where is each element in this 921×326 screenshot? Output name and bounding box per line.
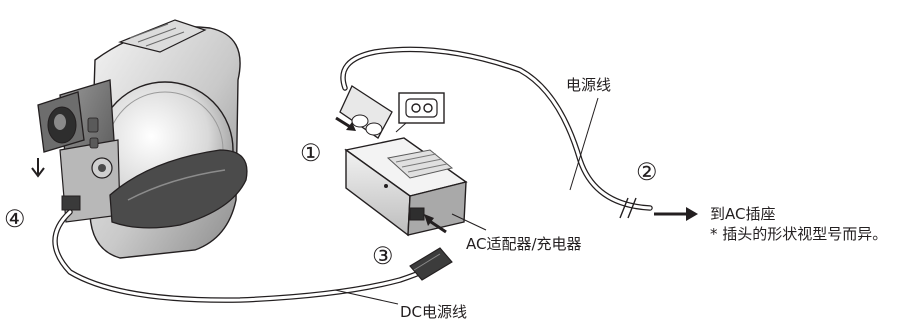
power-cord	[340, 46, 653, 219]
to-outlet-label: 到AC插座	[710, 205, 776, 223]
ac-adapter-icon	[344, 137, 487, 237]
dc-cable-label: DC电源线	[400, 303, 468, 321]
power-plug-icon	[335, 85, 393, 139]
power-cord-label: 电源线	[566, 76, 612, 94]
dc-cable	[52, 209, 453, 305]
camcorder-icon	[31, 19, 248, 259]
step-4-marker: ④	[4, 205, 26, 233]
plug-shape-note: * 插头的形状视型号而异。	[710, 225, 888, 243]
step-1-marker: ①	[300, 139, 322, 167]
plug-socket-icon	[395, 92, 445, 133]
step-3-marker: ③	[372, 242, 394, 270]
step-2-marker: ②	[636, 158, 658, 186]
arrow-right-icon	[654, 207, 698, 221]
ac-adapter-label: AC适配器/充电器	[466, 235, 582, 253]
